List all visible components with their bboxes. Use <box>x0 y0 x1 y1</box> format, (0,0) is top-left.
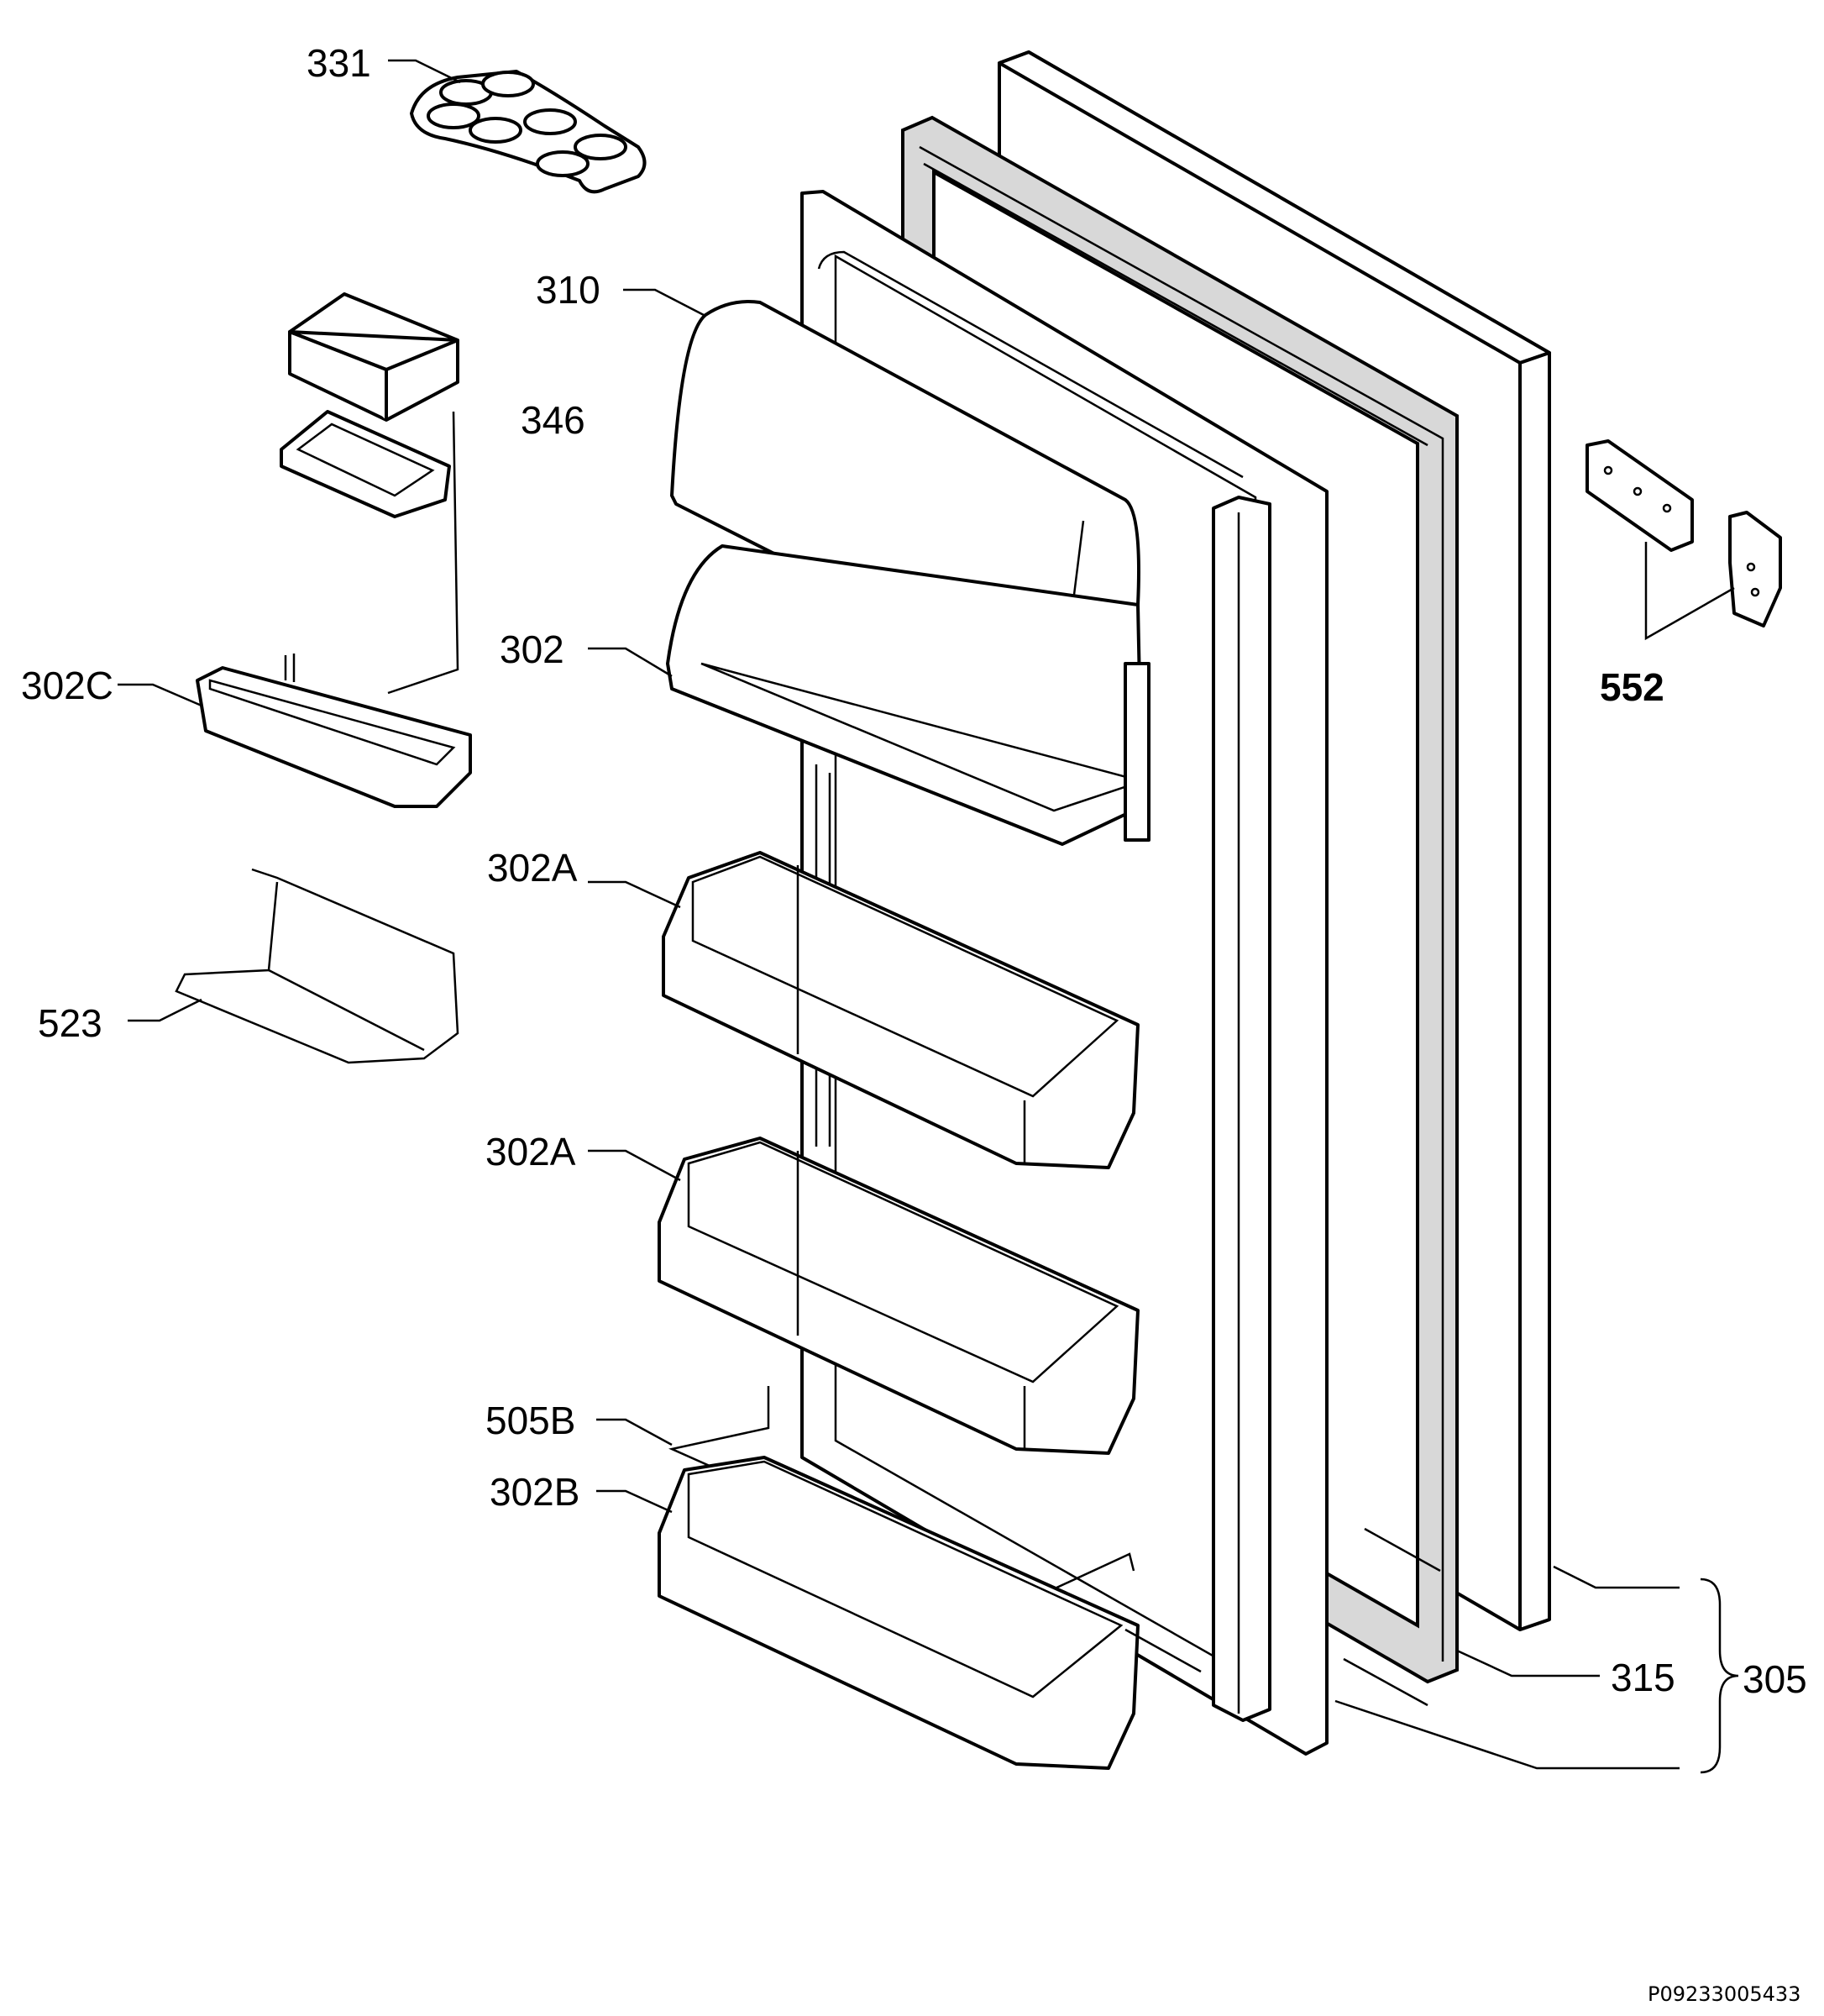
callout-523: 523 <box>38 1001 102 1045</box>
leader-lines <box>118 59 1739 1774</box>
callout-302: 302 <box>500 627 564 671</box>
callout-302a-2: 302A <box>485 1130 576 1173</box>
butter-box <box>280 292 459 518</box>
door-shelf-a2 <box>658 1137 1140 1455</box>
callout-315: 315 <box>1611 1656 1675 1699</box>
egg-tray <box>410 70 647 194</box>
dairy-compartment <box>666 300 1150 846</box>
bottle-shelf <box>658 1386 1202 1770</box>
hinge-brackets <box>1586 439 1782 627</box>
wire-rack <box>175 868 459 1064</box>
door-shelf-a1 <box>662 851 1140 1169</box>
small-tray <box>196 654 472 808</box>
callout-552: 552 <box>1600 665 1664 709</box>
callout-302b: 302B <box>490 1470 580 1514</box>
callout-331: 331 <box>307 41 371 85</box>
callout-302a-1: 302A <box>487 846 578 890</box>
callout-310: 310 <box>536 268 600 312</box>
callout-346: 346 <box>521 398 585 442</box>
callout-302c: 302C <box>21 664 113 707</box>
callout-305: 305 <box>1743 1657 1807 1701</box>
document-reference-number: P09233005433 <box>1648 1982 1801 2006</box>
callout-505b: 505B <box>485 1399 576 1442</box>
